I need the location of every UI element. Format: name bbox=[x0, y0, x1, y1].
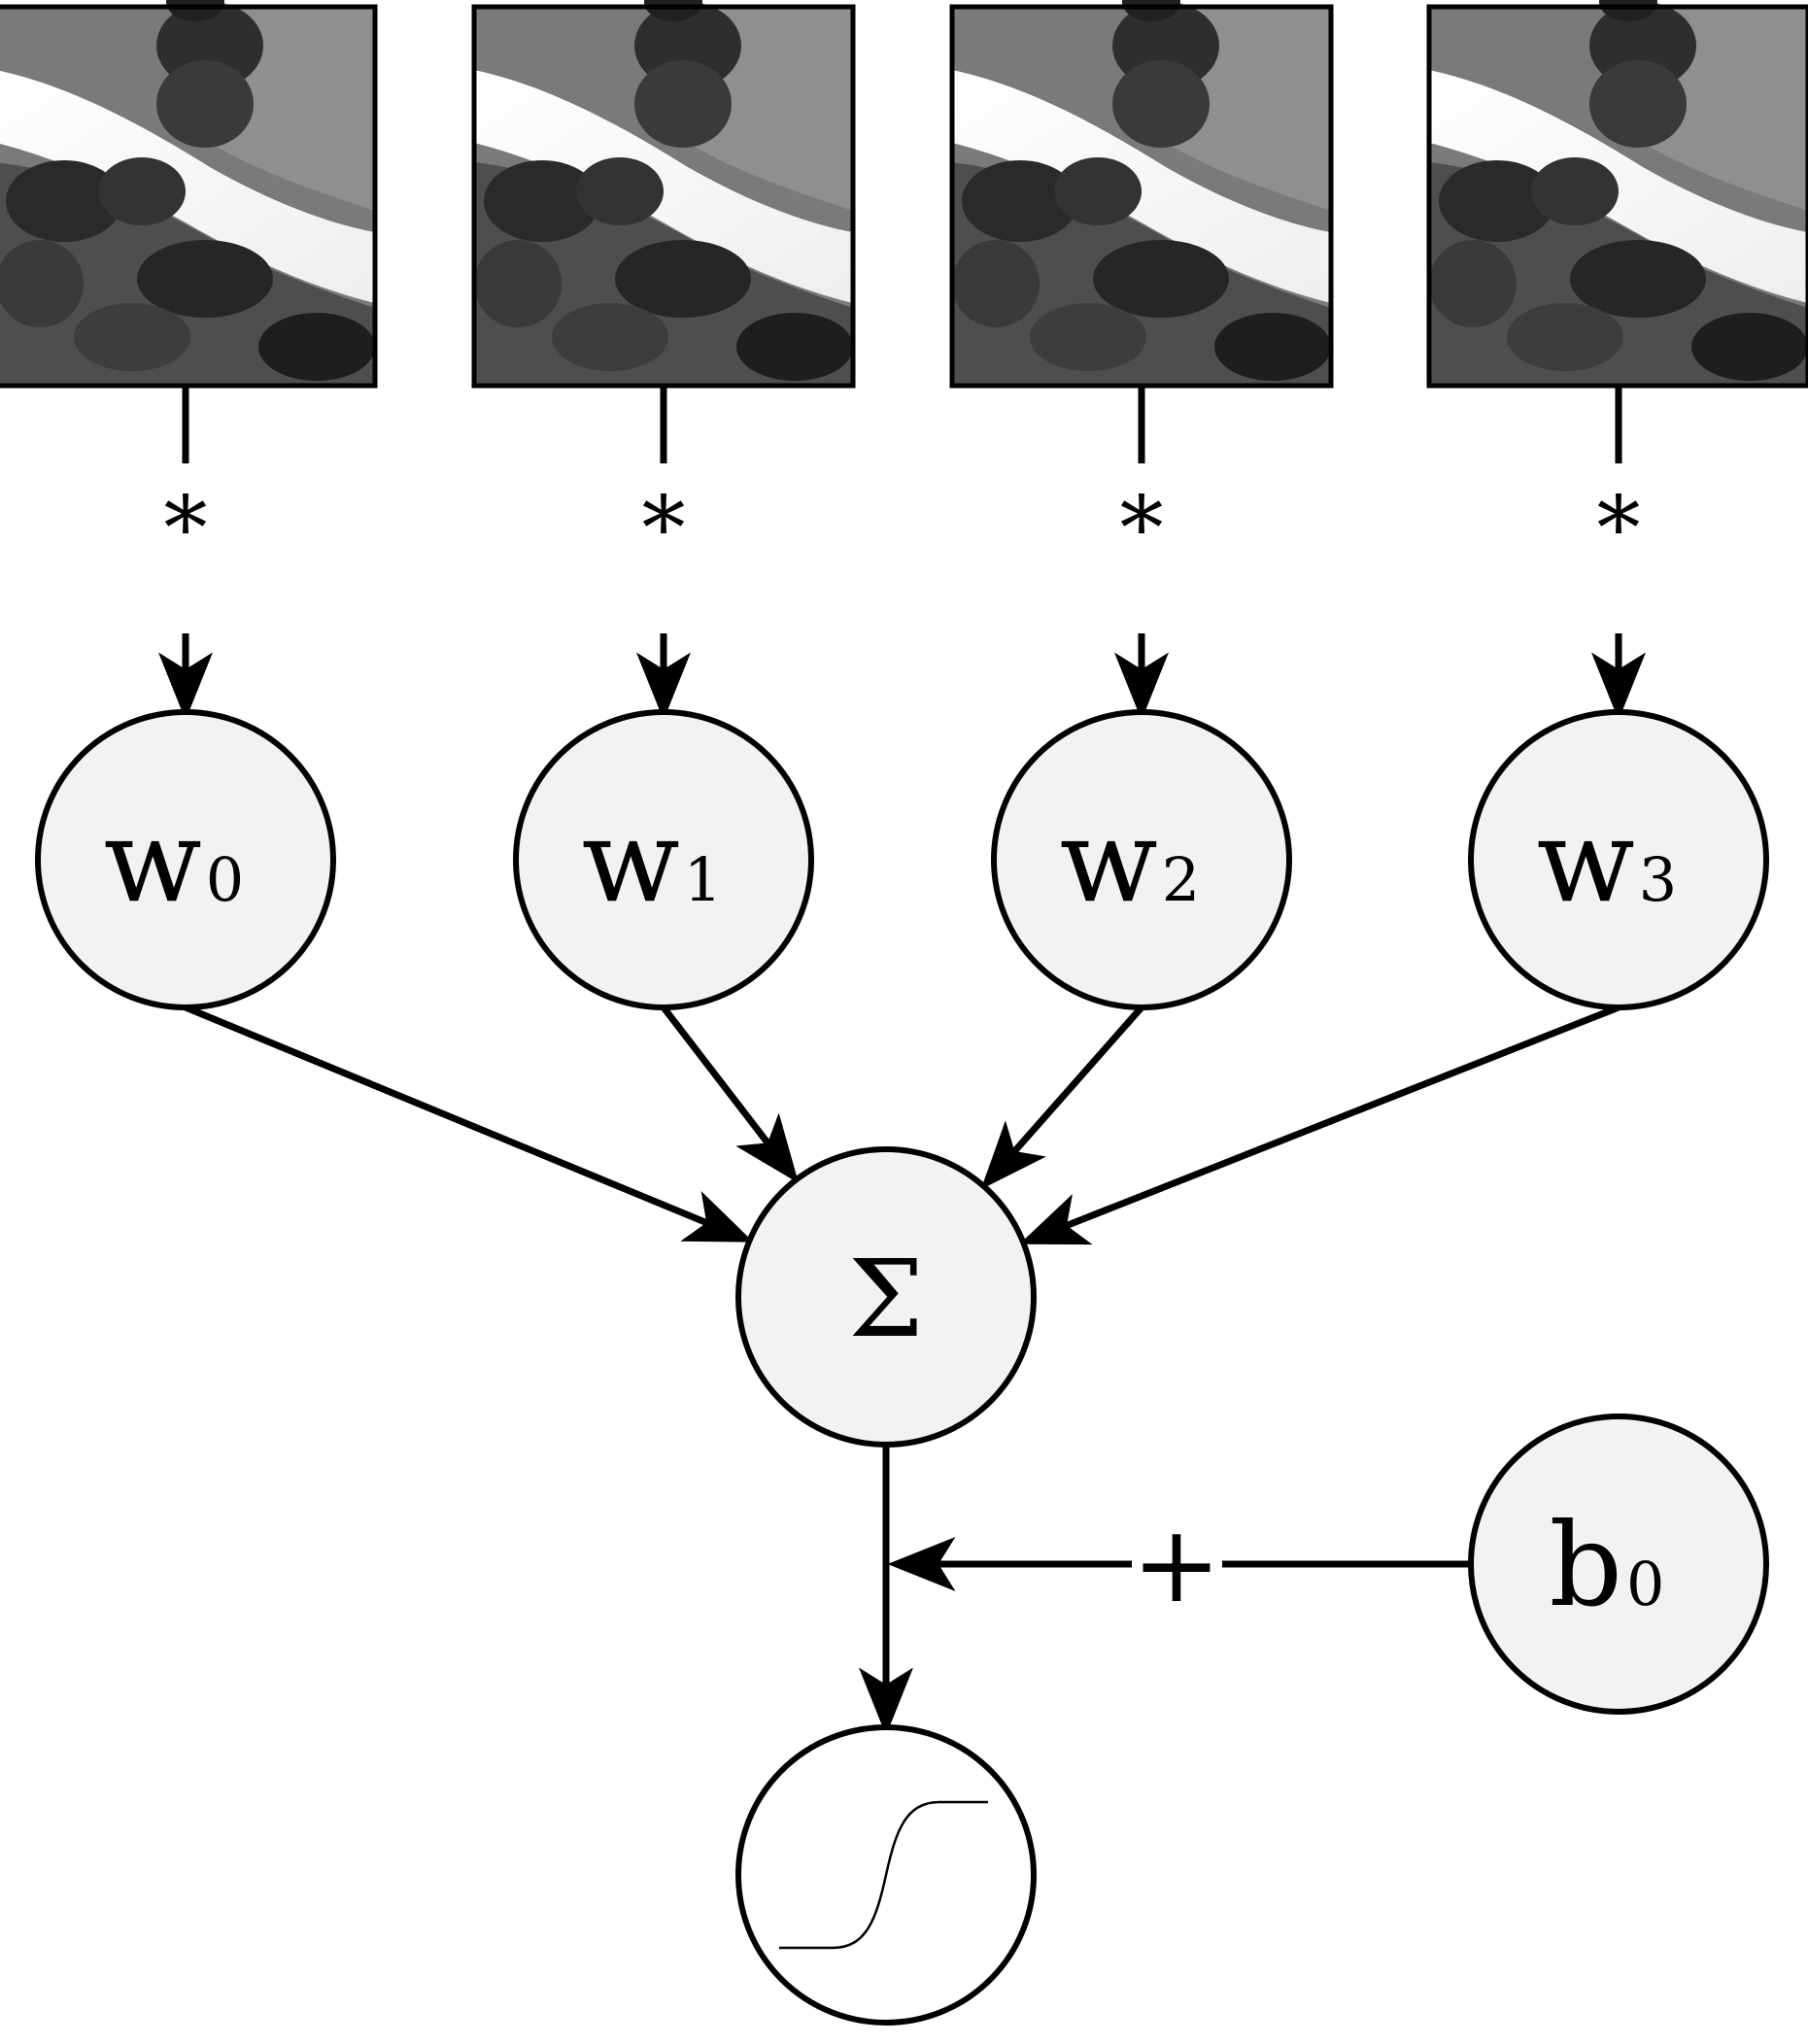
convolution-symbol-3: * bbox=[1597, 478, 1641, 580]
operator-symbols: * * * * + bbox=[164, 478, 1641, 1626]
input-images bbox=[0, 0, 1808, 386]
weight-label-1: w1 bbox=[582, 794, 722, 928]
weight-label-0: w0 bbox=[104, 794, 244, 928]
sum-symbol: Σ bbox=[848, 1237, 924, 1361]
weight-node-2 bbox=[991, 709, 1292, 1010]
weight-to-sum-edge-1 bbox=[661, 1005, 800, 1184]
weight-to-sum-edge-2 bbox=[980, 1005, 1144, 1190]
convolution-symbol-1: * bbox=[642, 478, 686, 580]
weight-node-0 bbox=[35, 709, 336, 1010]
sum-node bbox=[735, 1146, 1037, 1448]
input-image-0 bbox=[0, 0, 375, 386]
input-image-3 bbox=[1429, 0, 1808, 386]
weight-to-sum-edge-0 bbox=[184, 1004, 754, 1243]
bias-node bbox=[1468, 1414, 1769, 1715]
add-symbol: + bbox=[1132, 1502, 1221, 1626]
input-image-2 bbox=[952, 0, 1331, 386]
input-image-1 bbox=[474, 0, 853, 386]
diagram-edges bbox=[158, 386, 1646, 1736]
weight-node-1 bbox=[513, 709, 814, 1010]
convolution-symbol-2: * bbox=[1120, 478, 1164, 580]
weight-label-2: w2 bbox=[1060, 794, 1200, 928]
weight-label-3: w3 bbox=[1537, 794, 1677, 928]
bias-label: b0 bbox=[1550, 1498, 1665, 1632]
weight-to-sum-edge-3 bbox=[1019, 1004, 1620, 1245]
weight-node-3 bbox=[1468, 709, 1769, 1010]
convolution-symbol-0: * bbox=[164, 478, 208, 580]
